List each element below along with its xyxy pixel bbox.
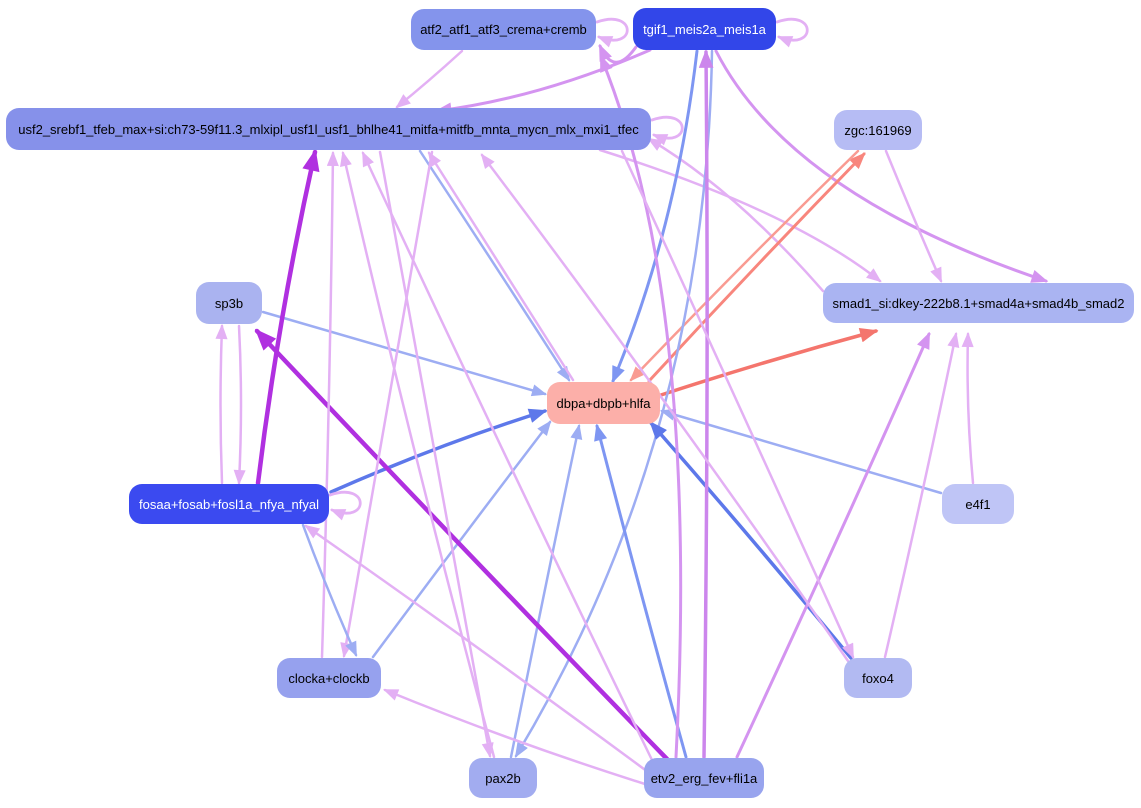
edge-e4f1-to-dbpa [659,408,943,495]
self-loop-fosaa [328,490,362,521]
node-clocka[interactable]: clocka+clockb [277,658,381,698]
edge-foxo4-to-smad1 [883,331,960,659]
edge-pax2b-to-dbpa [509,423,583,759]
edge-zgc-to-dbpa [629,149,860,382]
edge-usf2-to-foxo4 [620,149,855,659]
edge-e4f1-to-smad1 [961,331,975,485]
edge-sp3b-to-fosaa [233,324,246,486]
self-loop-tgif1 [775,17,809,48]
node-foxo4[interactable]: foxo4 [844,658,912,698]
self-loop-atf2 [595,17,629,48]
edge-zgc-to-smad1 [884,149,943,283]
edge-etv2-to-fosaa [304,524,650,774]
edge-dbpa-to-usf2 [427,151,575,382]
edge-etv2-to-clocka [383,688,647,786]
node-tgif1[interactable]: tgif1_meis2a_meis1a [633,8,776,50]
edge-atf2-to-usf2 [395,49,464,109]
node-zgc[interactable]: zgc:161969 [834,110,922,150]
edge-dbpa-to-smad1 [659,327,879,397]
edge-usf2-to-clocka [340,150,434,659]
node-e4f1[interactable]: e4f1 [942,484,1014,524]
edge-etv2-to-dbpa [594,423,688,759]
edge-usf2-to-pax2b [378,150,494,759]
edge-fosaa-to-clocka [301,523,358,657]
edge-fosaa-to-dbpa [329,408,548,494]
edge-tgif1-to-atf2 [598,43,638,64]
edge-usf2-to-dbpa [418,149,571,382]
node-etv2[interactable]: etv2_erg_fev+fli1a [644,758,764,798]
node-dbpa[interactable]: dbpa+dbpb+hlfa [547,382,660,424]
edge-dbpa-to-zgc [647,152,866,383]
edge-etv2-to-smad1 [735,331,931,759]
node-atf2[interactable]: atf2_atf1_atf3_crema+cremb [411,9,596,50]
self-loop-usf2 [650,115,684,146]
edge-smad1-to-usf2 [647,137,825,293]
edge-foxo4-to-usf2 [480,153,850,663]
edge-pax2b-to-usf2 [340,150,496,759]
edge-tgif1-to-smad1 [714,49,1049,283]
edge-tgif1-to-usf2 [434,48,652,116]
node-pax2b[interactable]: pax2b [469,758,537,798]
edge-fosaa-to-usf2 [255,149,320,486]
edge-fosaa-to-sp3b [215,323,228,485]
edge-etv2-to-sp3b [254,328,670,762]
edge-usf2-to-smad1 [598,148,882,283]
node-usf2[interactable]: usf2_srebf1_tfeb_max+si:ch73-59f11.3_mlx… [6,108,651,150]
edge-etv2-to-usf2 [361,151,654,762]
edge-clocka-to-usf2 [320,150,339,659]
edge-clocka-to-dbpa [371,420,552,659]
node-smad1[interactable]: smad1_si:dkey-222b8.1+smad4a+smad4b_smad… [823,283,1134,323]
node-sp3b[interactable]: sp3b [196,282,262,324]
edge-tgif1-to-dbpa [611,49,699,384]
edge-sp3b-to-dbpa [261,310,548,397]
node-fosaa[interactable]: fosaa+fosab+fosl1a_nfya_nfyal [129,484,329,524]
edge-etv2-to-tgif1 [698,49,714,759]
